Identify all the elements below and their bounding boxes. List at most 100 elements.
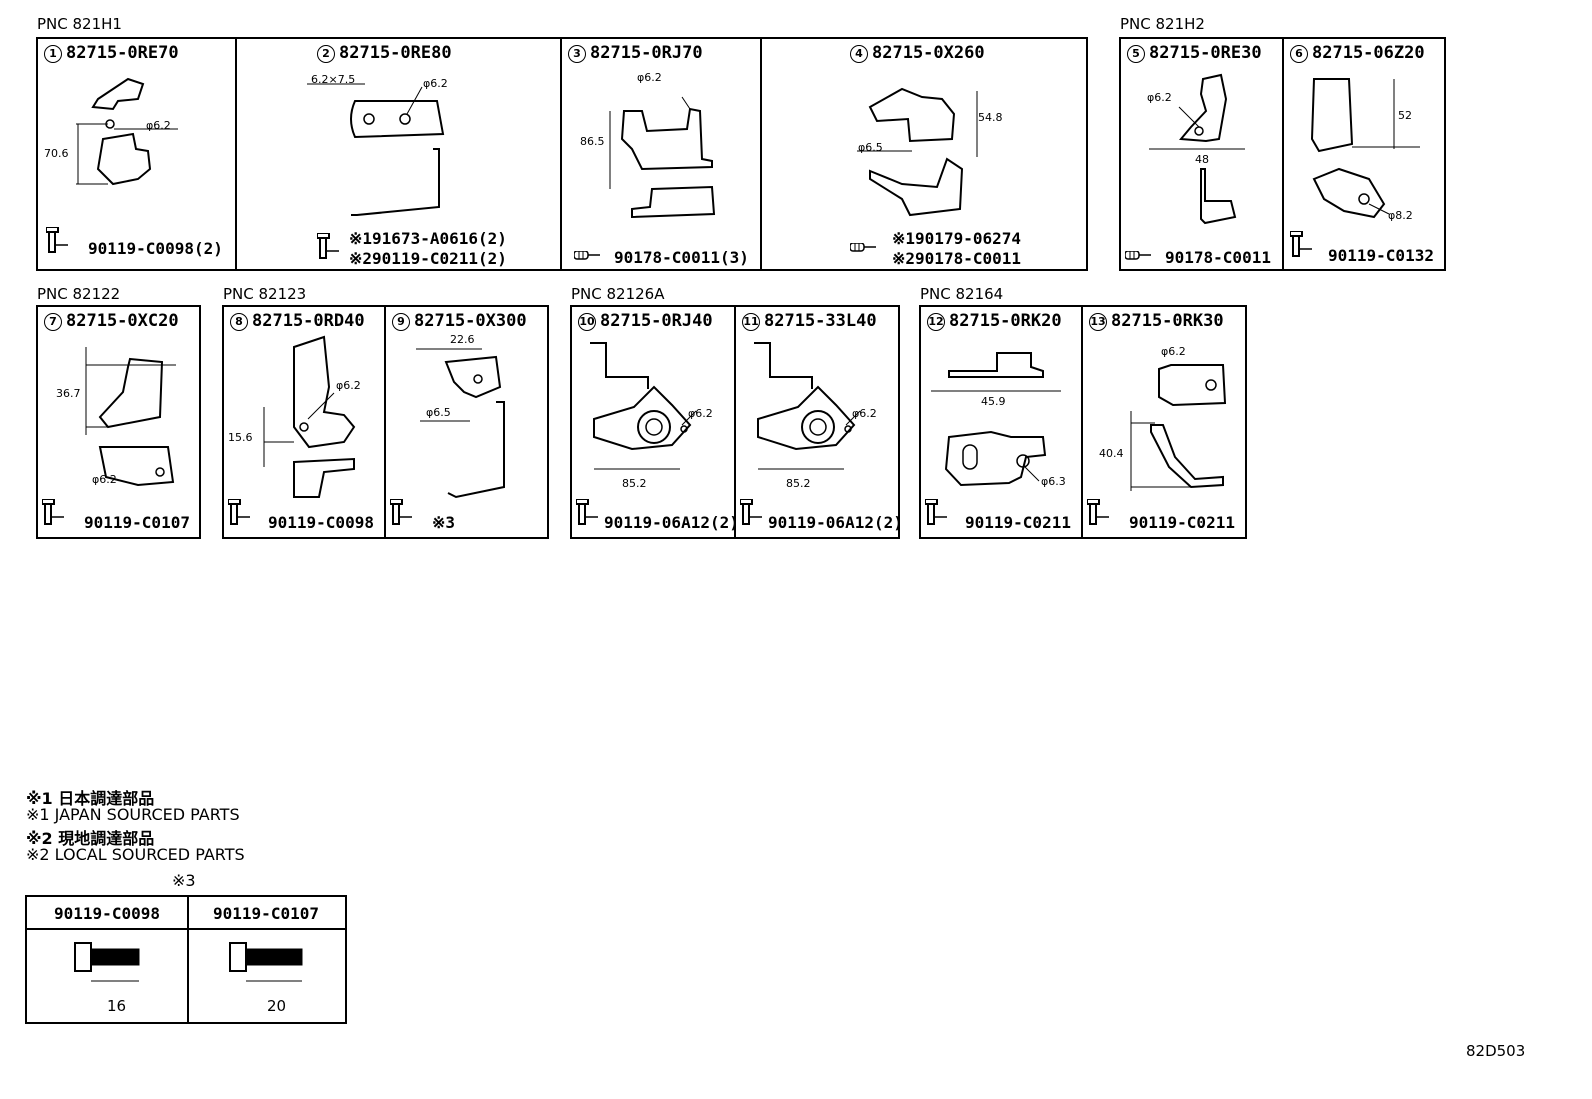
dimension-label: φ6.2: [1161, 345, 1186, 358]
bolt-icon: [576, 499, 599, 525]
bracket-drawing: [1130, 364, 1227, 491]
dimension-label: φ6.2: [146, 119, 171, 132]
bracket-drawing: [307, 83, 445, 216]
callout-number: 2: [317, 45, 335, 63]
pnc-label-82122: PNC 82122: [37, 285, 121, 303]
dimension-label: φ8.2: [1388, 209, 1413, 222]
fastener-part-number: 90119-C0211: [965, 513, 1071, 532]
diagram-code: 82D503: [1466, 1042, 1526, 1060]
dimension-label: φ6.5: [426, 406, 451, 419]
fastener-table-title: ※3: [172, 871, 196, 890]
part-number: 82715-0RJ70: [590, 43, 703, 63]
dimension-label: φ6.2: [852, 407, 877, 420]
callout-number: 3: [568, 45, 586, 63]
fastener-part-number: ※191673-A0616(2): [349, 229, 507, 248]
dimension-label: 45.9: [981, 395, 1006, 408]
dimension-label: 85.2: [622, 477, 647, 490]
nut-icon: [850, 243, 877, 252]
part-number: 82715-0RE70: [66, 43, 179, 63]
note-japan-sourced-jp: ※1 日本調達部品: [26, 789, 155, 808]
dimension-label: 15.6: [228, 431, 253, 444]
bracket-drawing: [609, 96, 716, 219]
note-japan-sourced-en: ※1 JAPAN SOURCED PARTS: [26, 805, 240, 824]
dimension-label: φ6.2: [688, 407, 713, 420]
callout-number: 4: [850, 45, 868, 63]
bolt-icon: [390, 499, 413, 525]
bolt-icon: [46, 227, 69, 253]
nut-icon: [574, 251, 601, 260]
bolt-length-label: 20: [267, 997, 287, 1015]
bracket-drawing: [590, 342, 697, 470]
bracket-drawing: [85, 347, 176, 487]
note-local-sourced-jp: ※2 現地調達部品: [26, 829, 155, 848]
bracket-drawing: [76, 77, 178, 186]
fastener-part-number: 90119-C0107: [84, 513, 190, 532]
part-number: 82715-0RK30: [1111, 311, 1224, 331]
part-number: 82715-0RK20: [949, 311, 1062, 331]
bracket-drawing: [416, 348, 505, 499]
bracket-drawing: [931, 352, 1061, 487]
dimension-label: φ6.2: [637, 71, 662, 84]
callout-number: 6: [1290, 45, 1308, 63]
callout-number: 8: [230, 313, 248, 331]
bolt-icon: [228, 499, 251, 525]
bolt-icon: [1087, 499, 1110, 525]
bolt-icon: [42, 499, 65, 525]
callout-number: 10: [578, 313, 596, 331]
dimension-label: 22.6: [450, 333, 475, 346]
bracket-drawing: [263, 335, 356, 498]
fastener-part-number: ※3: [432, 513, 456, 532]
fastener-part-number: 90119-06A12(2): [768, 513, 903, 532]
part-number: 82715-0RJ40: [600, 311, 713, 331]
fastener-part-number: 90178-C0011(3): [614, 248, 749, 267]
callout-number: 7: [44, 313, 62, 331]
fastener-part-number: 90119-06A12(2): [604, 513, 739, 532]
fastener-part-number: 90119-C0098(2): [88, 239, 223, 258]
dimension-label: φ6.2: [1147, 91, 1172, 104]
part-number: 82715-06Z20: [1312, 43, 1425, 63]
bracket-drawing: [1149, 73, 1245, 225]
bracket-drawing: [754, 342, 861, 470]
part-number: 82715-0XC20: [66, 311, 179, 331]
bolt-icon: [229, 942, 303, 982]
bolt-icon: [317, 233, 340, 259]
pnc-label-82123: PNC 82123: [223, 285, 307, 303]
dimension-label: 40.4: [1099, 447, 1124, 460]
dimension-label: φ6.2: [336, 379, 361, 392]
part-number: 82715-0RE30: [1149, 43, 1262, 63]
table-header: 90119-C0098: [27, 897, 187, 930]
fastener-part-number: 90119-C0211: [1129, 513, 1235, 532]
nut-icon: [1125, 251, 1152, 260]
dimension-label: 48: [1195, 153, 1209, 166]
pnc-label-821h2: PNC 821H2: [1120, 15, 1205, 33]
table-header: 90119-C0107: [187, 897, 345, 930]
part-number: 82715-0X300: [414, 311, 527, 331]
callout-number: 12: [927, 313, 945, 331]
dimension-label: φ6.2: [423, 77, 448, 90]
part-number: 82715-0RD40: [252, 311, 365, 331]
